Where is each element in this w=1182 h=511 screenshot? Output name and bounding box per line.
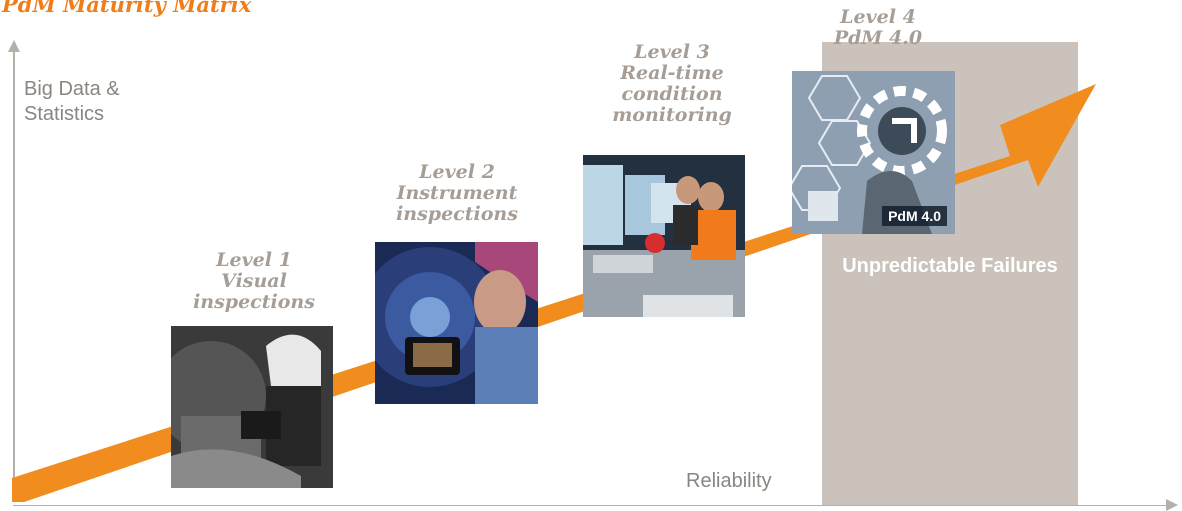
- level-4-title: Level 4: [840, 6, 916, 28]
- visual-inspection-photo: [171, 326, 333, 488]
- level-4-caption: Level 4 PdM 4.0: [798, 7, 958, 49]
- visual-inspection-image: [171, 326, 333, 488]
- level-2-title: Level 2: [419, 161, 495, 183]
- level-2-caption: Level 2 Instrument inspections: [372, 162, 542, 225]
- control-room-image: [583, 155, 745, 317]
- level-3-caption: Level 3 Real-time condition monitoring: [588, 42, 756, 126]
- y-axis-label: Big Data & Statistics: [24, 78, 120, 125]
- y-axis: [13, 46, 15, 492]
- x-axis-label: Reliability: [686, 470, 772, 492]
- level-1-title: Level 1: [216, 249, 292, 271]
- level-4-subtitle: PdM 4.0: [833, 27, 923, 49]
- unpredictable-failures-label: Unpredictable Failures: [842, 255, 1058, 277]
- instrument-inspection-photo: [375, 242, 538, 404]
- level-1-caption: Level 1 Visual inspections: [172, 250, 336, 313]
- level-3-subtitle: Real-time condition monitoring: [612, 62, 732, 126]
- pdm-4-badge: PdM 4.0: [882, 206, 947, 226]
- instrument-inspection-image: [375, 242, 538, 404]
- level-2-subtitle: Instrument inspections: [396, 182, 518, 225]
- y-axis-arrowhead: [8, 40, 20, 52]
- level-1-subtitle: Visual inspections: [193, 270, 315, 313]
- level-3-title: Level 3: [634, 41, 710, 63]
- control-room-photo: [583, 155, 745, 317]
- pdm-4-graphic: PdM 4.0: [792, 71, 955, 234]
- diagram-title: PdM Maturity Matrix: [2, 0, 252, 17]
